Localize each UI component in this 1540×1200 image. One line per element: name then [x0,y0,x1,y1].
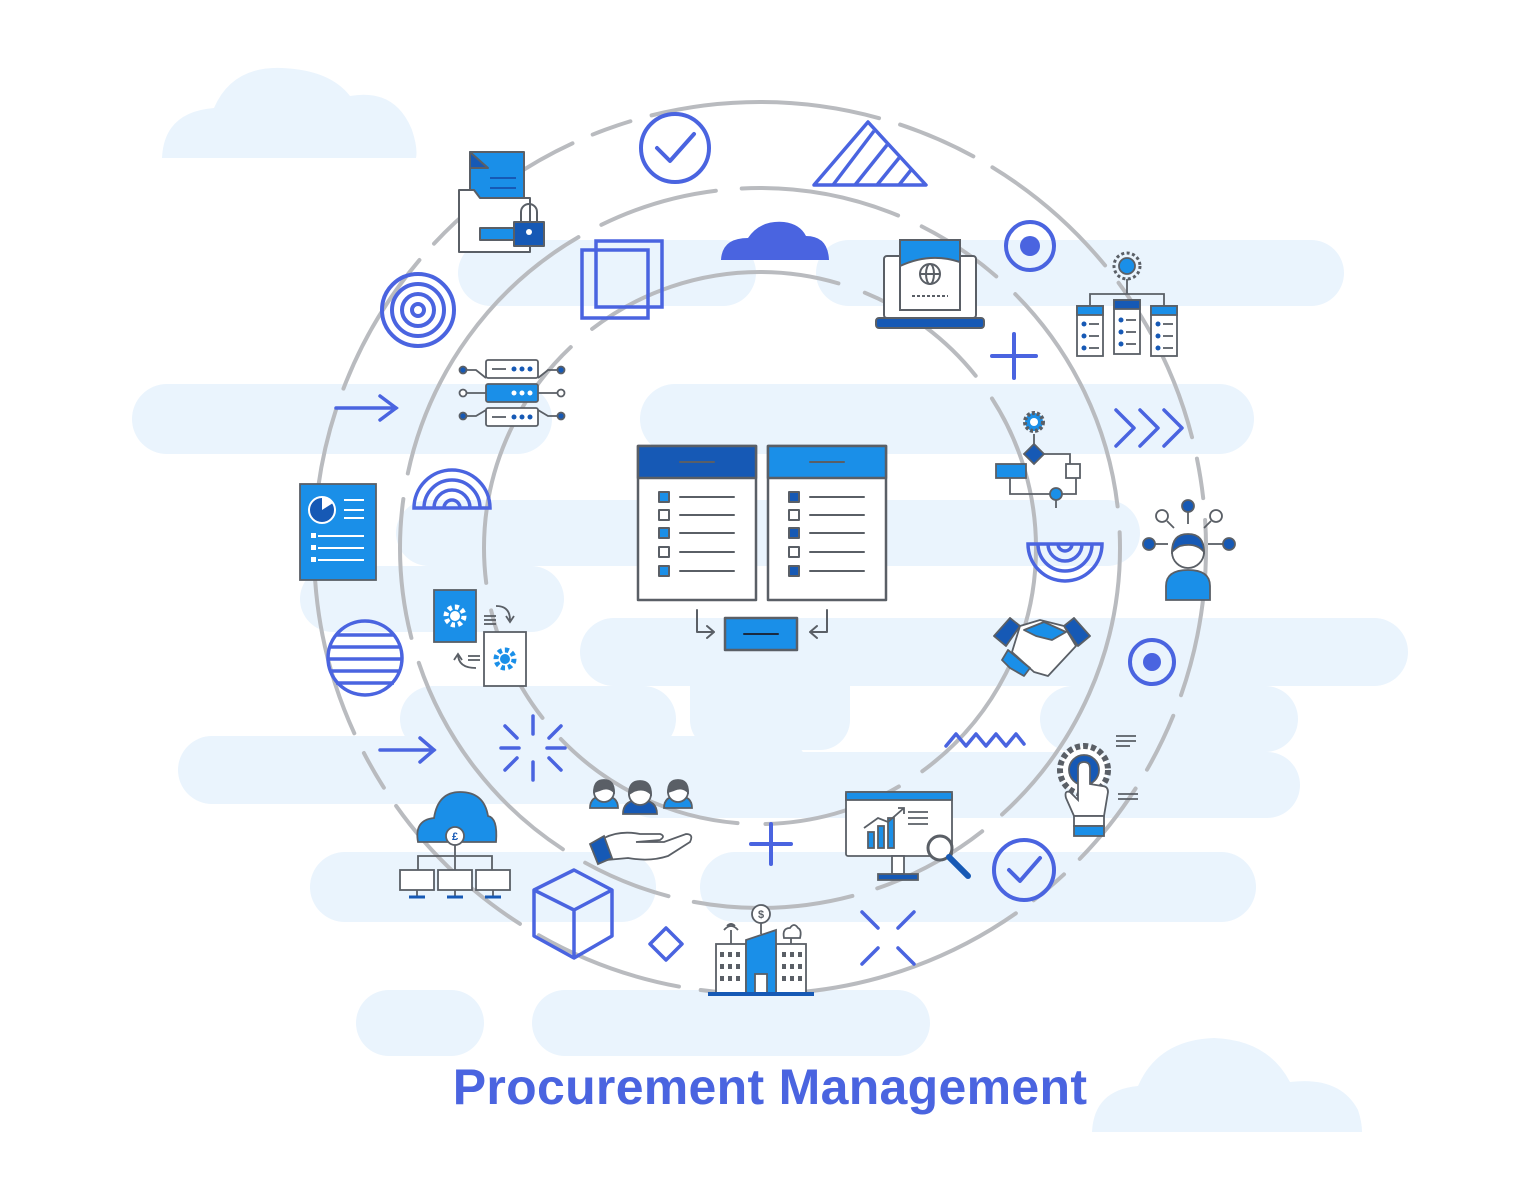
workflow-gear-icon [995,411,1081,508]
svg-text:£: £ [452,831,458,843]
laptop-globe-icon [875,239,985,329]
zigzag-icon [944,732,1026,748]
svg-text:$: $ [758,909,764,921]
touch-gear-icon [1057,735,1138,837]
plus-icon [749,822,793,866]
plus-icon [990,332,1038,380]
concentric-circles-icon [380,272,456,348]
cloud-icon [1092,1038,1362,1132]
arrow-right-icon [378,736,437,764]
checkmark-circle-icon [639,112,711,184]
handshake-icon [993,617,1091,677]
sparkle-icon [499,714,567,782]
diamond-icon [648,926,684,962]
org-chart-icon [1076,251,1178,357]
checkmark-circle-icon [992,838,1056,902]
cloud-icon [721,221,829,260]
team-hand-icon [588,779,693,866]
customer-network-icon [1142,499,1236,601]
report-document-icon [299,483,377,581]
target-dot-icon [1128,638,1176,686]
overlapping-squares-icon [580,239,664,320]
server-network-icon [458,359,566,427]
background-decor [132,67,1408,1132]
target-dot-icon [1004,220,1056,272]
cloud-icon [162,67,417,158]
triple-chevron-icon [1114,408,1184,448]
page-title: Procurement Management [452,1059,1088,1115]
cloud-network-icon: £ [399,791,511,899]
smart-building-icon: $ [708,904,814,996]
half-circle-arcs-icon [1026,542,1104,583]
checklist-merge-icon [636,444,888,652]
gear-documents-icon [433,589,527,687]
rainbow-arc-icon [412,468,492,510]
arrow-right-icon [334,394,399,422]
inner-ring [482,270,1038,826]
analytics-monitor-icon [845,791,971,881]
folder-lock-icon [458,151,545,253]
striped-globe-icon [326,619,404,697]
cube-icon [532,868,614,960]
striped-triangle-icon [812,120,928,187]
sparkle-x-icon [860,910,916,966]
